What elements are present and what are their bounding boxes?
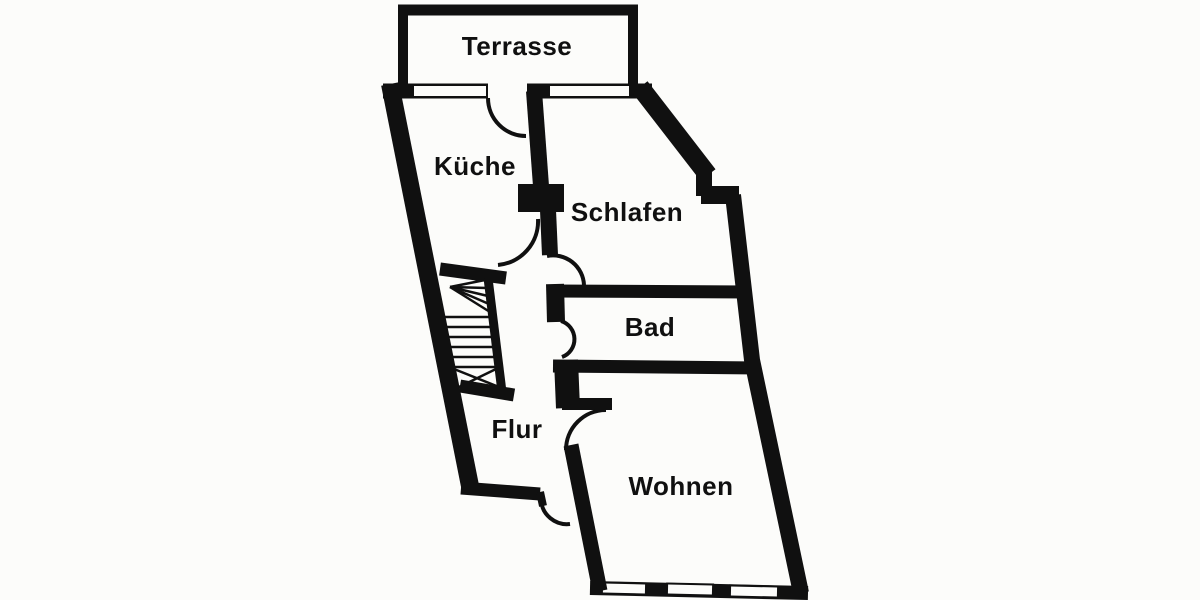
wall-kueche-schlafen — [526, 90, 549, 187]
stair-winders — [449, 278, 491, 314]
top-wall-openings — [412, 82, 631, 100]
room-label-wohnen: Wohnen — [628, 471, 733, 501]
wall-diagonal — [632, 81, 716, 181]
window-icon — [600, 581, 648, 596]
stair-wall-right — [483, 277, 507, 393]
interior-walls — [518, 90, 759, 593]
door-swing-icon-terrasse — [486, 97, 527, 138]
terrace-door-opening — [488, 82, 527, 100]
window-icon — [548, 84, 631, 98]
wall-flur-wohnen — [563, 443, 608, 593]
room-label-terrasse: Terrasse — [462, 31, 573, 61]
door-swings — [486, 97, 607, 527]
wall-right — [725, 194, 809, 595]
door-swing-icon-wohnen — [564, 408, 607, 451]
terrasse-room — [398, 4, 638, 90]
stair-treads — [443, 315, 497, 369]
staircase-icon — [439, 262, 516, 402]
wall-schlafen-bad — [551, 284, 749, 299]
window-icon — [728, 584, 780, 599]
window-icon — [412, 84, 488, 98]
wall-bad-wohnen — [552, 359, 759, 375]
door-swing-icon-bad — [560, 319, 577, 359]
door-swing-icon-entrance — [539, 499, 571, 527]
door-swing-icon-kueche — [497, 218, 541, 267]
window-icon — [665, 582, 715, 597]
room-label-bad: Bad — [625, 312, 676, 342]
door-swing-icon-schlafen — [546, 253, 586, 286]
room-label-schlafen: Schlafen — [571, 197, 683, 227]
room-labels: Terrasse Küche Schlafen Bad Flur Wohnen — [434, 31, 733, 501]
wall-left — [381, 82, 480, 493]
room-label-kueche: Küche — [434, 151, 516, 181]
stair-wall-top — [439, 262, 507, 285]
stair-cross — [453, 367, 500, 390]
room-label-flur: Flur — [491, 414, 542, 444]
chimney-icon — [518, 184, 564, 212]
wall-flur-bottom — [460, 481, 541, 501]
wall-kueche-schlafen-lower — [540, 209, 558, 256]
stair-wall-bottom — [458, 379, 516, 402]
